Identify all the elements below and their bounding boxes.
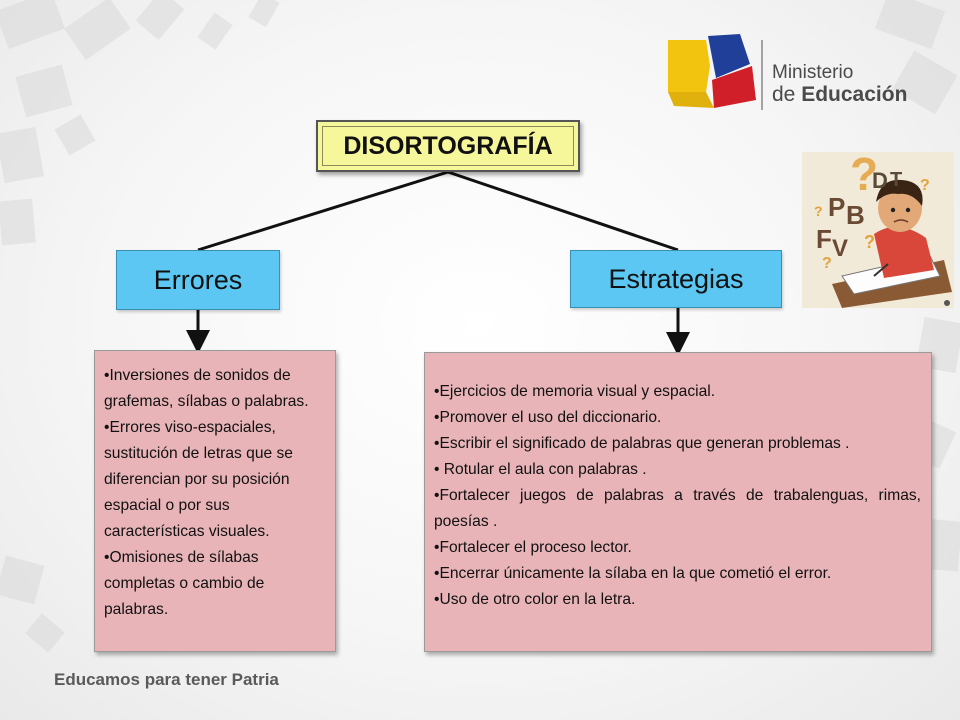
errores-panel: •Inversiones de sonidos de grafemas, síl…	[94, 350, 336, 652]
ministerio-flag-logo	[668, 34, 763, 110]
logo-line1: Ministerio	[772, 62, 854, 83]
illus-letter: ?	[814, 203, 823, 219]
illus-letter: B	[846, 200, 865, 230]
illus-letter: ?	[822, 255, 832, 272]
illus-letter: D	[872, 168, 888, 193]
estrategias-item: •Fortalecer el proceso lector.	[434, 539, 632, 556]
estrategias-item: •Encerrar únicamente la sílaba en la que…	[434, 565, 832, 582]
footer-slogan: Educamos para tener Patria	[54, 670, 279, 689]
child-writing-illustration: ? D T P B F V ? ? ? ?	[802, 152, 954, 308]
illus-letter: P	[828, 192, 845, 222]
illus-letter: ?	[920, 177, 930, 194]
logo-line2-bold: Educación	[801, 83, 908, 106]
title-text: DISORTOGRAFÍA	[322, 126, 574, 166]
title-box: DISORTOGRAFÍA	[316, 120, 580, 172]
ministerio-logo-text: Ministerio de Educación	[772, 62, 907, 106]
logo-line2: de Educación	[772, 84, 907, 106]
errores-item: •Inversiones de sonidos de grafemas, síl…	[104, 367, 309, 410]
estrategias-item: • Rotular el aula con palabras .	[434, 461, 647, 478]
illus-letter: V	[832, 235, 848, 262]
node-estrategias: Estrategias	[570, 250, 782, 308]
connector-title-errores	[197, 170, 449, 252]
illus-letter: ?	[850, 152, 878, 200]
estrategias-item: •Escribir el significado de palabras que…	[434, 435, 850, 452]
node-errores: Errores	[116, 250, 280, 310]
logo-line2-prefix: de	[772, 83, 802, 106]
illus-letter: T	[890, 169, 902, 191]
estrategias-item: •Fortalecer juegos de palabras a través …	[434, 487, 921, 530]
decorative-dot	[944, 300, 950, 306]
errores-item: •Errores viso-espaciales, sustitución de…	[104, 419, 293, 540]
illus-letter: ?	[864, 232, 875, 252]
connector-title-estrategias	[447, 170, 679, 252]
estrategias-item: •Promover el uso del diccionario.	[434, 409, 662, 426]
illus-letter: F	[816, 224, 832, 254]
estrategias-item: •Uso de otro color en la letra.	[434, 591, 636, 608]
errores-item: •Omisiones de sílabas completas o cambio…	[104, 549, 265, 618]
estrategias-item: •Ejercicios de memoria visual y espacial…	[434, 383, 716, 400]
estrategias-panel: •Ejercicios de memoria visual y espacial…	[424, 352, 932, 652]
